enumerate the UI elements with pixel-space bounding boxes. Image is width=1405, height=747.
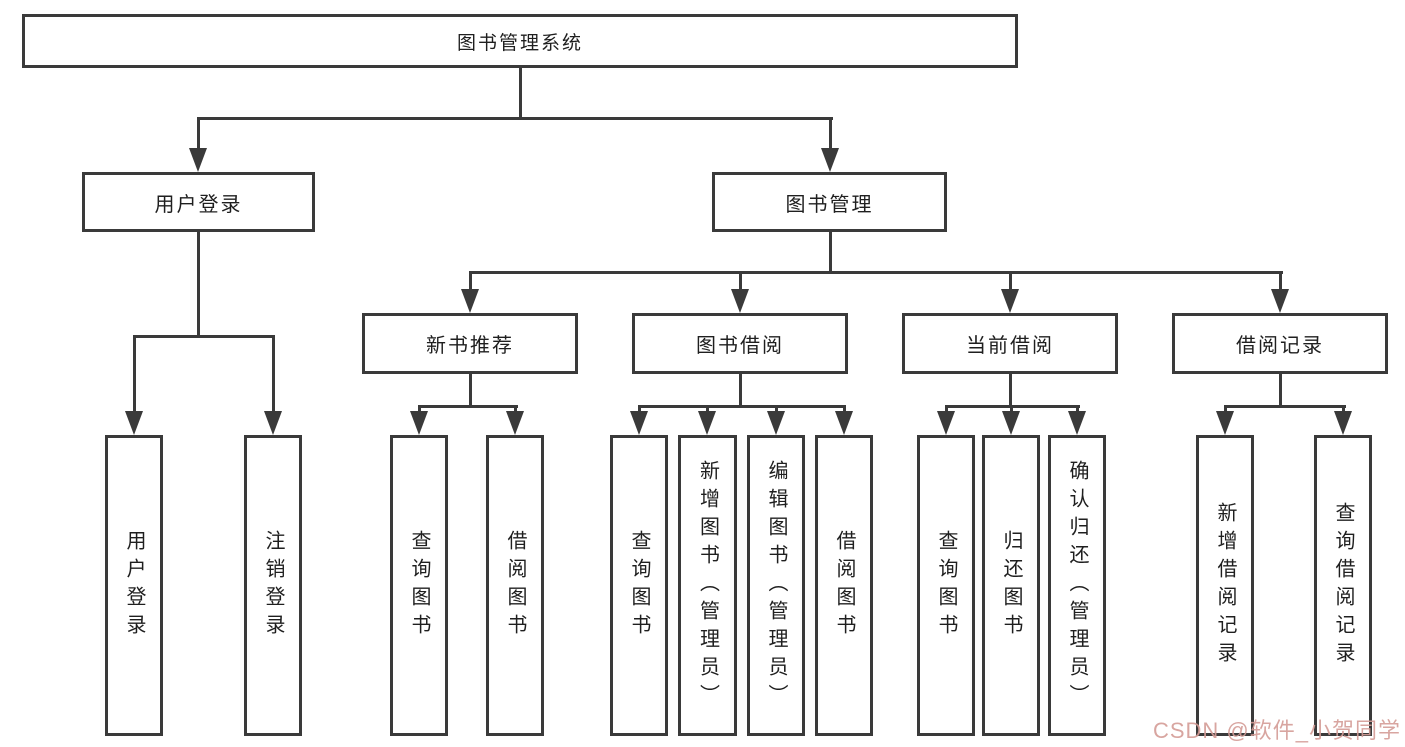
leaf-return-books: 归还图书 bbox=[982, 435, 1040, 736]
node-label: 确认归还（管理员） bbox=[1066, 459, 1088, 712]
connector-line bbox=[1009, 272, 1012, 291]
connector-line bbox=[418, 405, 518, 408]
node-label: 编辑图书（管理员） bbox=[765, 459, 787, 712]
connector-line bbox=[829, 118, 832, 151]
watermark: CSDN @软件_小贺同学 bbox=[1152, 718, 1401, 743]
node-label: 查询图书 bbox=[628, 529, 650, 642]
node-label: 图书管理 bbox=[785, 193, 874, 216]
node-label: 查询图书 bbox=[935, 529, 957, 642]
node-label: 新增图书（管理员） bbox=[696, 459, 719, 712]
leaf-query-books-1: 查询图书 bbox=[390, 435, 448, 736]
node-label: 新增借阅记录 bbox=[1214, 501, 1236, 670]
connector-line bbox=[775, 406, 778, 414]
node-borrow-records: 借阅记录 bbox=[1172, 313, 1388, 374]
leaf-query-books-3: 查询图书 bbox=[917, 435, 975, 736]
arrowhead-down-icon bbox=[1271, 289, 1289, 313]
connector-line bbox=[133, 336, 136, 413]
leaf-confirm-return-admin: 确认归还（管理员） bbox=[1048, 435, 1106, 736]
connector-line bbox=[519, 68, 522, 120]
arrowhead-down-icon bbox=[125, 411, 143, 435]
connector-line bbox=[197, 232, 200, 338]
node-new-book-recommend: 新书推荐 bbox=[362, 313, 578, 374]
node-book-borrow: 图书借阅 bbox=[632, 313, 848, 374]
arrowhead-down-icon bbox=[698, 411, 716, 435]
leaf-user-login: 用户登录 bbox=[105, 435, 163, 736]
leaf-edit-books-admin: 编辑图书（管理员） bbox=[747, 435, 805, 736]
node-label: 借阅记录 bbox=[1236, 335, 1324, 357]
node-label: 注销登录 bbox=[262, 529, 284, 642]
node-label: 用户登录 bbox=[123, 529, 145, 642]
leaf-borrow-books-2: 借阅图书 bbox=[815, 435, 873, 736]
node-label: 借阅图书 bbox=[504, 529, 526, 642]
connector-line bbox=[469, 374, 472, 408]
connector-line bbox=[638, 406, 641, 414]
connector-line bbox=[1009, 374, 1012, 408]
node-label: 借阅图书 bbox=[833, 529, 855, 642]
connector-line bbox=[469, 271, 1283, 274]
node-label: 用户登录 bbox=[154, 193, 243, 216]
connector-line bbox=[945, 406, 948, 414]
node-label: 当前借阅 bbox=[966, 335, 1054, 357]
leaf-logout: 注销登录 bbox=[244, 435, 302, 736]
connector-line bbox=[739, 374, 742, 408]
node-label: 图书借阅 bbox=[696, 335, 784, 357]
leaf-query-borrow-record: 查询借阅记录 bbox=[1314, 435, 1372, 736]
arrowhead-down-icon bbox=[506, 411, 524, 435]
leaf-add-books-admin: 新增图书（管理员） bbox=[678, 435, 737, 736]
node-label: 图书管理系统 bbox=[456, 32, 583, 54]
connector-line bbox=[469, 272, 472, 291]
node-book-management: 图书管理 bbox=[712, 172, 947, 232]
node-label: 新书推荐 bbox=[426, 335, 514, 357]
connector-line bbox=[514, 406, 517, 414]
arrowhead-down-icon bbox=[461, 289, 479, 313]
connector-line bbox=[739, 272, 742, 291]
connector-line bbox=[1010, 406, 1013, 414]
node-label: 查询图书 bbox=[408, 529, 430, 642]
connector-line bbox=[1342, 406, 1345, 414]
arrowhead-down-icon bbox=[189, 148, 207, 172]
arrowhead-down-icon bbox=[630, 411, 648, 435]
connector-line bbox=[638, 405, 846, 408]
arrowhead-down-icon bbox=[264, 411, 282, 435]
arrowhead-down-icon bbox=[835, 411, 853, 435]
arrowhead-down-icon bbox=[937, 411, 955, 435]
arrowhead-down-icon bbox=[821, 148, 839, 172]
arrowhead-down-icon bbox=[731, 289, 749, 313]
leaf-borrow-books-1: 借阅图书 bbox=[486, 435, 544, 736]
arrowhead-down-icon bbox=[410, 411, 428, 435]
connector-line bbox=[133, 335, 275, 338]
connector-line bbox=[1279, 374, 1282, 408]
connector-line bbox=[1224, 406, 1227, 414]
connector-line bbox=[843, 406, 846, 414]
connector-line bbox=[197, 117, 833, 120]
connector-line bbox=[1076, 406, 1079, 414]
node-label: 查询借阅记录 bbox=[1332, 501, 1354, 670]
leaf-query-books-2: 查询图书 bbox=[610, 435, 668, 736]
arrowhead-down-icon bbox=[1068, 411, 1086, 435]
arrowhead-down-icon bbox=[1334, 411, 1352, 435]
connector-line bbox=[272, 336, 275, 413]
connector-line bbox=[829, 232, 832, 274]
arrowhead-down-icon bbox=[1001, 289, 1019, 313]
node-user-login: 用户登录 bbox=[82, 172, 315, 232]
connector-line bbox=[706, 406, 709, 414]
connector-line bbox=[418, 406, 421, 414]
connector-line bbox=[1279, 272, 1282, 291]
leaf-add-borrow-record: 新增借阅记录 bbox=[1196, 435, 1254, 736]
node-label: 归还图书 bbox=[1000, 529, 1022, 642]
node-current-borrow: 当前借阅 bbox=[902, 313, 1118, 374]
arrowhead-down-icon bbox=[767, 411, 785, 435]
node-root-system: 图书管理系统 bbox=[22, 14, 1018, 68]
connector-line bbox=[197, 118, 200, 151]
arrowhead-down-icon bbox=[1216, 411, 1234, 435]
arrowhead-down-icon bbox=[1002, 411, 1020, 435]
connector-line bbox=[1224, 405, 1346, 408]
